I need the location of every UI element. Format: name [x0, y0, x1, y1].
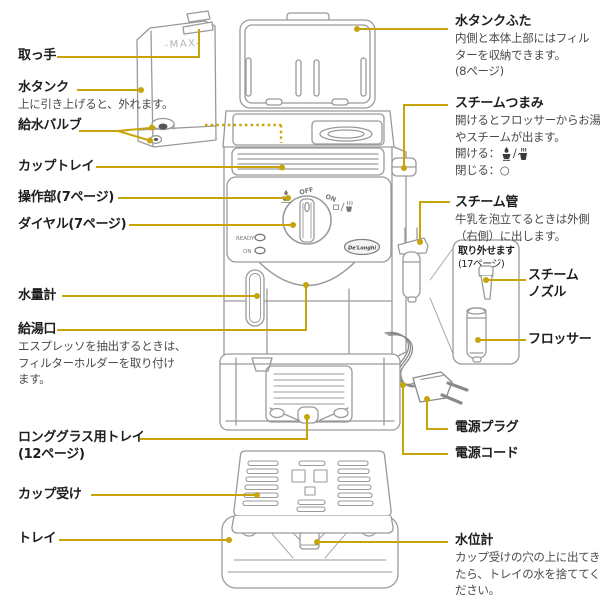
- label-handle: 取っ手: [18, 48, 57, 63]
- tank-max-label: -MAX-: [164, 38, 201, 51]
- label-hot-water-outlet: 給湯口 エスプレッソを抽出するときは、 フィルターホルダーを取り付け ます。: [18, 322, 186, 386]
- pointer-dots: [138, 26, 489, 545]
- label-steam-nozzle: スチーム ノズル: [528, 268, 579, 300]
- dial-off-label: OFF: [299, 185, 315, 196]
- dial-on-label: ON: [324, 192, 337, 204]
- inset-box-title: 取り外せます: [458, 244, 515, 257]
- brand-logo: De'Longhi: [348, 246, 376, 252]
- machine-drawing: OFF ON READY ON De': [219, 12, 469, 431]
- label-long-glass-tray: ロンググラス用トレイ (12ページ): [18, 430, 145, 462]
- steam-dial-icon: [333, 201, 353, 212]
- label-tank-lid: 水タンクふた 内側と本体上部にはフィル ターを収納できます。 (8ページ): [455, 14, 590, 78]
- label-steam-knob: スチームつまみ 開けるとフロッサーからお湯 やスチームが出ます。 開ける：/ 閉…: [455, 96, 600, 177]
- inset-box-page: (17ページ): [458, 259, 505, 270]
- hot-water-icon: [502, 146, 511, 161]
- frother-drawing: [466, 307, 487, 363]
- steam-knob-close-row: 閉じる：○: [455, 162, 510, 177]
- label-power-plug: 電源プラグ: [455, 420, 519, 435]
- ready-label: READY: [236, 236, 255, 242]
- label-frother: フロッサー: [528, 332, 592, 347]
- label-cup-tray: カップトレイ: [18, 159, 95, 174]
- label-cup-stand: カップ受け: [18, 487, 82, 502]
- label-tray: トレイ: [18, 531, 57, 546]
- label-power-cord: 電源コード: [455, 446, 519, 461]
- label-dial: ダイヤル(7ページ): [18, 217, 127, 232]
- steam-knob-open-row: 開ける：/: [455, 145, 600, 162]
- steam-froth-icon: [518, 147, 528, 160]
- cup-stand-tray-drawing: [221, 450, 399, 589]
- label-water-level: 水位計 カップ受けの穴の上に出てき たら、トレイの水を捨ててく ださい。: [455, 533, 600, 597]
- label-water-tank: 水タンク 上に引き上げると、外れます。: [18, 80, 174, 111]
- pointer-lines: [57, 26, 526, 545]
- label-steam-pipe: スチーム管 牛乳を泡立てるときは外側 （右側）に出します。: [455, 195, 590, 243]
- label-water-valve: 給水バルブ: [18, 118, 82, 133]
- tank-insert-dotted-line: [205, 123, 283, 143]
- label-controls: 操作部(7ページ): [18, 190, 114, 205]
- on-label: ON: [243, 249, 251, 255]
- inset-box: 取り外せます (17ページ): [429, 239, 520, 365]
- label-water-gauge: 水量計: [18, 288, 57, 303]
- water-tank-drawing: -MAX-: [136, 10, 217, 148]
